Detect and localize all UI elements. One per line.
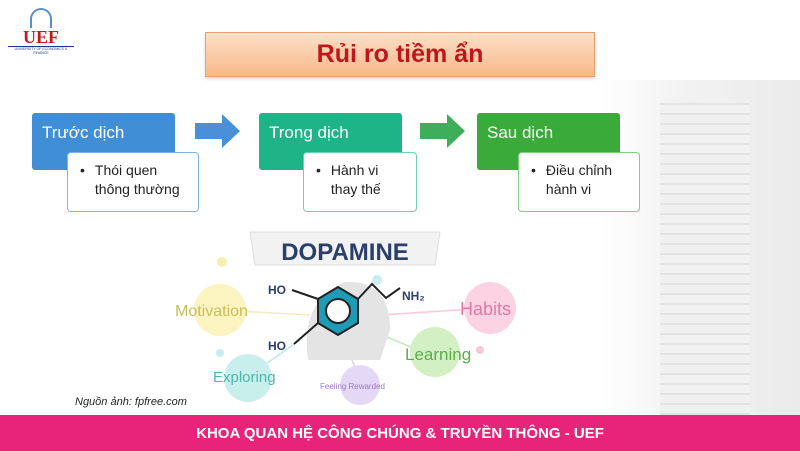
node-feeling-rewarded: Feeling Rewarded <box>320 382 385 391</box>
node-habits: Habits <box>460 299 511 319</box>
arrow-right-icon <box>195 114 240 148</box>
detail-line: Thói quen <box>94 162 158 178</box>
detail-line: Hành vi <box>330 162 379 178</box>
node-motivation: Motivation <box>175 303 248 320</box>
footer-text: KHOA QUAN HỆ CÔNG CHÚNG & TRUYỀN THÔNG -… <box>196 424 604 442</box>
detail-line: hành vi <box>545 181 592 197</box>
dopamine-title: DOPAMINE <box>281 239 409 266</box>
logo-subtitle: UNIVERSITY OF ECONOMICS & FINANCE <box>8 46 74 55</box>
node-learning: Learning <box>405 345 471 364</box>
ho-label: HO <box>268 339 286 353</box>
detail-line: thông thường <box>94 181 180 197</box>
footer-band: KHOA QUAN HỆ CÔNG CHÚNG & TRUYỀN THÔNG -… <box>0 415 800 451</box>
logo-name: UEF <box>23 27 59 47</box>
arrow-right-icon <box>420 114 465 148</box>
nh2-label: NH₂ <box>402 289 425 303</box>
slide-title-box: Rủi ro tiềm ẩn <box>205 32 595 77</box>
detail-line: thay thế <box>330 181 381 197</box>
slide-title: Rủi ro tiềm ẩn <box>316 40 484 68</box>
image-source-caption: Nguồn ảnh: fpfree.com <box>75 396 187 408</box>
step-label: Sau dịch <box>487 123 554 142</box>
uef-logo: UEF UNIVERSITY OF ECONOMICS & FINANCE <box>8 8 74 60</box>
node-exploring: Exploring <box>213 369 276 386</box>
dopamine-illustration: DOPAMINE HO HO NH₂ Motivation Habits Lea… <box>175 231 516 405</box>
detail-line: Điều chỉnh <box>545 162 613 178</box>
ho-label: HO <box>268 283 286 297</box>
background-building <box>600 80 800 415</box>
emblem-icon <box>30 8 52 28</box>
step-label: Trước dịch <box>42 123 125 142</box>
step-label: Trong dịch <box>269 123 349 142</box>
